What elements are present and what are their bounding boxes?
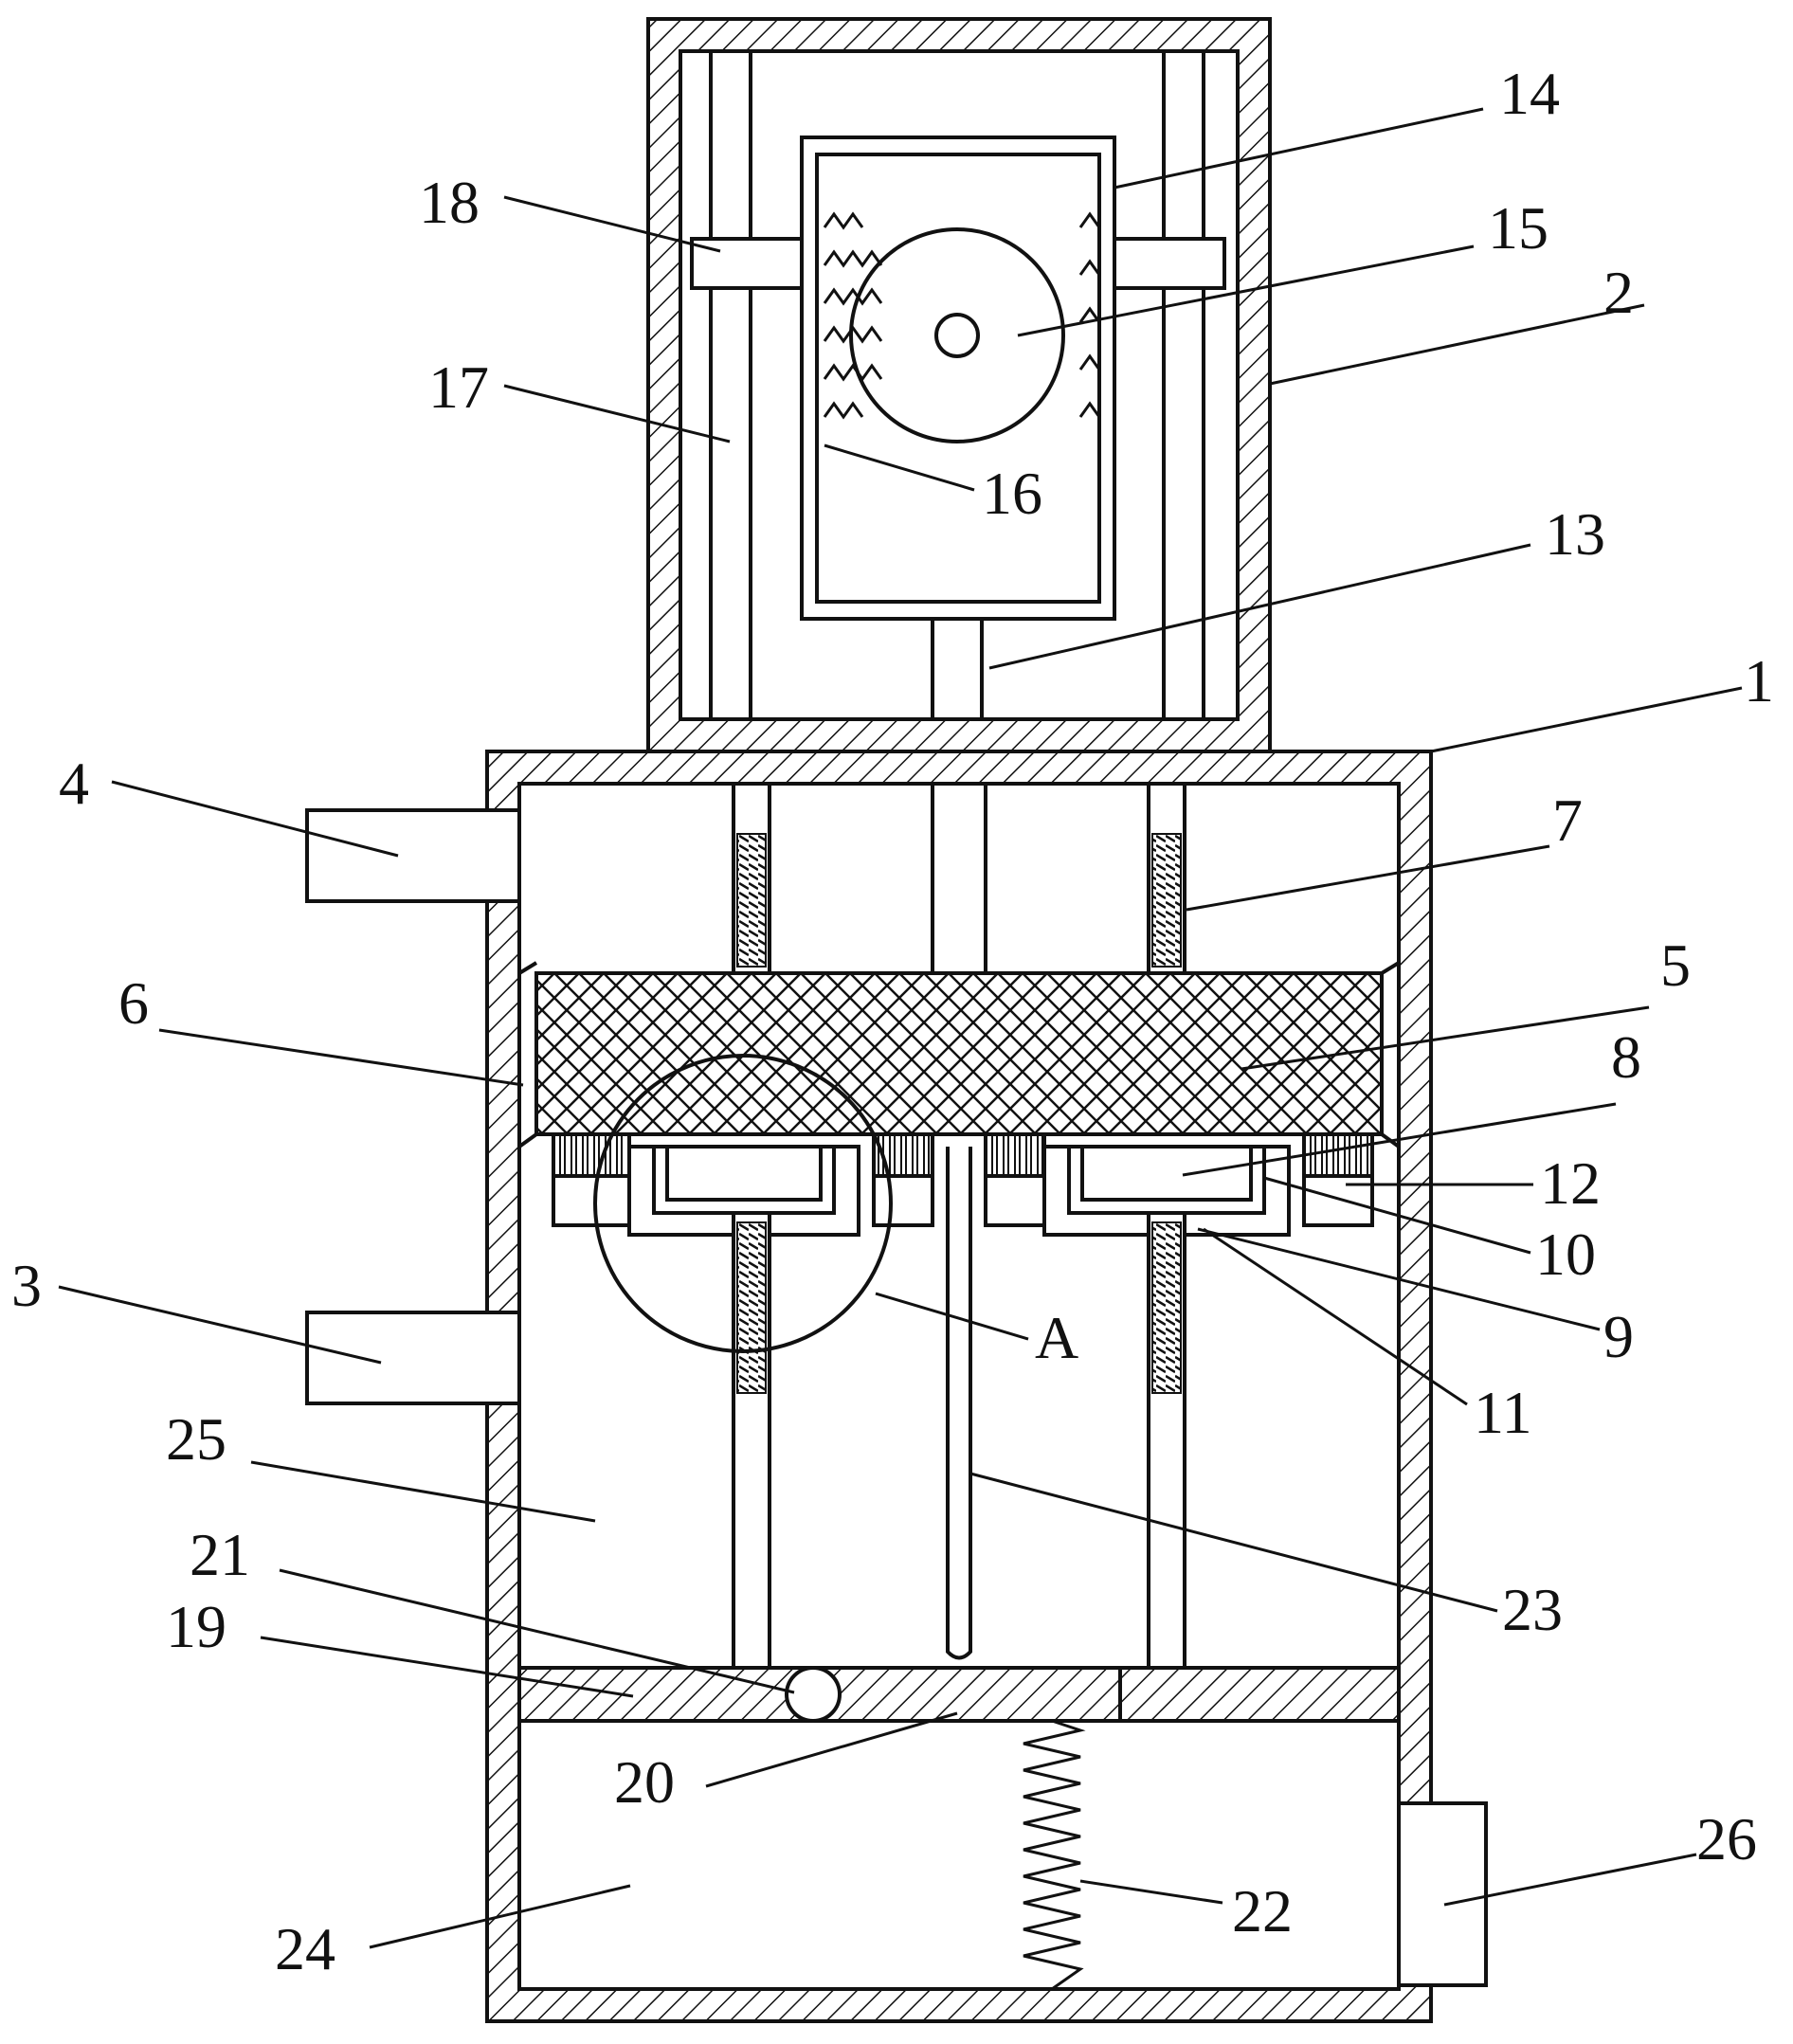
- callout-13: 13: [1545, 500, 1605, 568]
- main-body: [305, 750, 1488, 2023]
- callout-25: 25: [166, 1405, 226, 1473]
- callout-19: 19: [166, 1593, 226, 1660]
- callout-1: 1: [1744, 647, 1774, 714]
- drawing-lines: [58, 17, 1743, 2023]
- callout-2: 2: [1603, 259, 1634, 326]
- callout-8: 8: [1611, 1023, 1641, 1091]
- callout-6: 6: [118, 969, 149, 1037]
- callout-detail-a: A: [1035, 1304, 1078, 1371]
- callout-5: 5: [1660, 932, 1691, 999]
- callout-7: 7: [1552, 787, 1583, 854]
- callout-26: 26: [1696, 1805, 1757, 1872]
- callout-4: 4: [59, 750, 89, 817]
- callout-17: 17: [428, 353, 489, 421]
- callout-11: 11: [1474, 1379, 1532, 1446]
- callout-12: 12: [1540, 1149, 1601, 1217]
- leader-lines: [58, 107, 1743, 1949]
- upper-housing: [646, 17, 1272, 753]
- callout-labels: 14 15 2 18 17 16 13 1 4 7 6 5 8 12 10 9 …: [11, 60, 1774, 1982]
- callout-9: 9: [1603, 1303, 1634, 1370]
- callout-10: 10: [1535, 1221, 1596, 1288]
- callout-21: 21: [190, 1521, 250, 1588]
- callout-16: 16: [982, 460, 1042, 527]
- callout-20: 20: [614, 1748, 675, 1816]
- callout-3: 3: [11, 1252, 42, 1319]
- callout-14: 14: [1499, 60, 1560, 127]
- callout-15: 15: [1488, 194, 1548, 262]
- callout-18: 18: [419, 169, 480, 236]
- callout-23: 23: [1502, 1576, 1563, 1643]
- callout-24: 24: [275, 1915, 335, 1982]
- callout-22: 22: [1232, 1877, 1293, 1945]
